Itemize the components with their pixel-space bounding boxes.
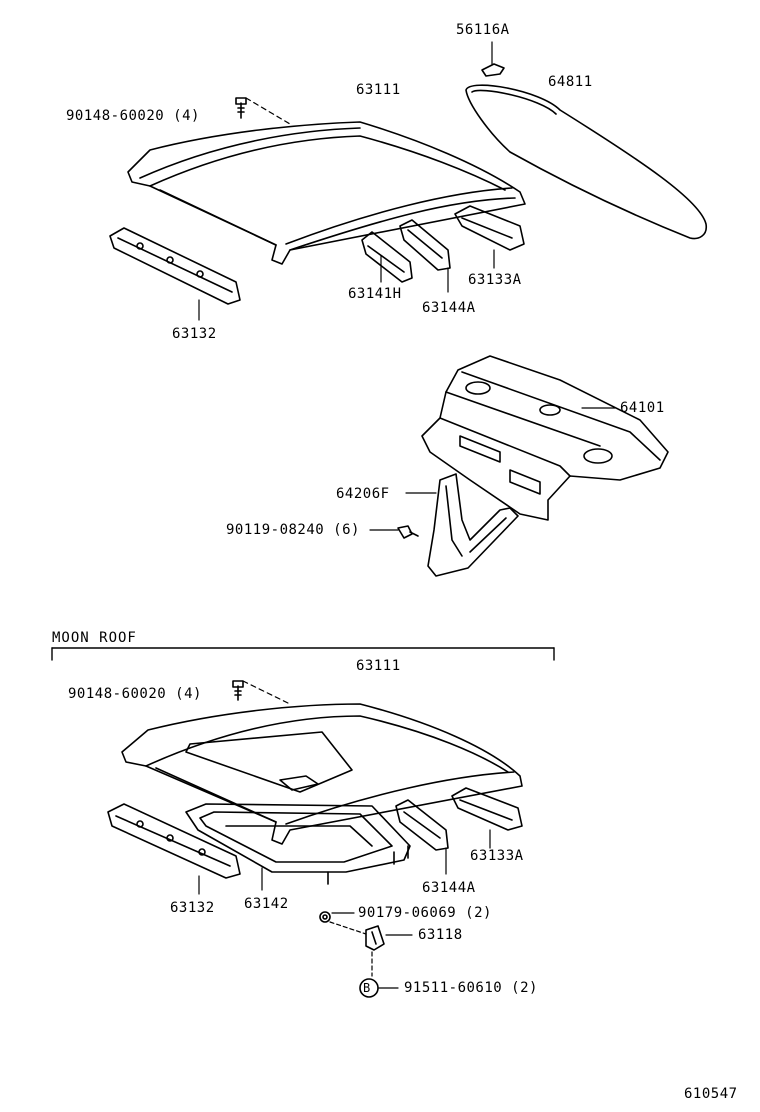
bracket-shape [365,925,413,977]
tray-bracket-shape [405,473,519,577]
part-label-63111-top: 63111 [356,82,401,98]
part-label-64206f: 64206F [336,486,390,502]
part-label-90119: 90119-08240 (6) [226,522,360,538]
part-label-63132-moonroof: 63132 [170,900,215,916]
part-label-63133a-top: 63133A [468,272,522,288]
roof-bow-center-shape [395,799,449,875]
part-label-63132-top: 63132 [172,326,217,342]
part-label-63144a-moonroof: 63144A [422,880,476,896]
part-label-63144a-top: 63144A [422,300,476,316]
bolt-shape [369,525,419,539]
part-label-90148-top: 90148-60020 (4) [66,108,200,124]
part-label-64811: 64811 [548,74,593,90]
section-bracket [51,647,555,661]
section-title-moon-roof: MOON ROOF [52,630,137,646]
part-label-90148-moonroof: 90148-60020 (4) [68,686,202,702]
part-label-64101: 64101 [620,400,665,416]
circle-marker-shape [359,978,399,998]
package-tray-shape [421,355,669,521]
bolt-shape [232,680,291,705]
part-label-91511: 91511-60610 (2) [404,980,538,996]
roof-reinforcement-rear-shape [454,205,525,269]
part-label-63141h: 63141H [348,286,402,302]
part-label-63133a-moonroof: 63133A [470,848,524,864]
bolt-shape [235,97,291,125]
back-window-glass-shape [465,84,708,240]
part-label-63118: 63118 [418,927,463,943]
moonroof-roof-panel-shape [121,703,523,845]
nut-shape [319,911,367,935]
clip-shape [481,41,505,77]
roof-bow-front-shape [361,231,413,283]
part-label-63142: 63142 [244,896,289,912]
moonroof-housing-shape [185,803,411,891]
roof-reinforcement-rear-shape [451,787,523,849]
part-label-63111-moonroof: 63111 [356,658,401,674]
roof-header-front-shape [107,803,241,895]
part-label-90179: 90179-06069 (2) [358,905,492,921]
circle-marker-letter: B [363,981,371,995]
roof-panel-shape [127,121,526,265]
roof-header-front-shape [109,227,241,321]
part-label-56116a: 56116A [456,22,510,38]
drawing-number: 610547 [684,1086,738,1102]
roof-bow-center-shape [399,219,451,293]
